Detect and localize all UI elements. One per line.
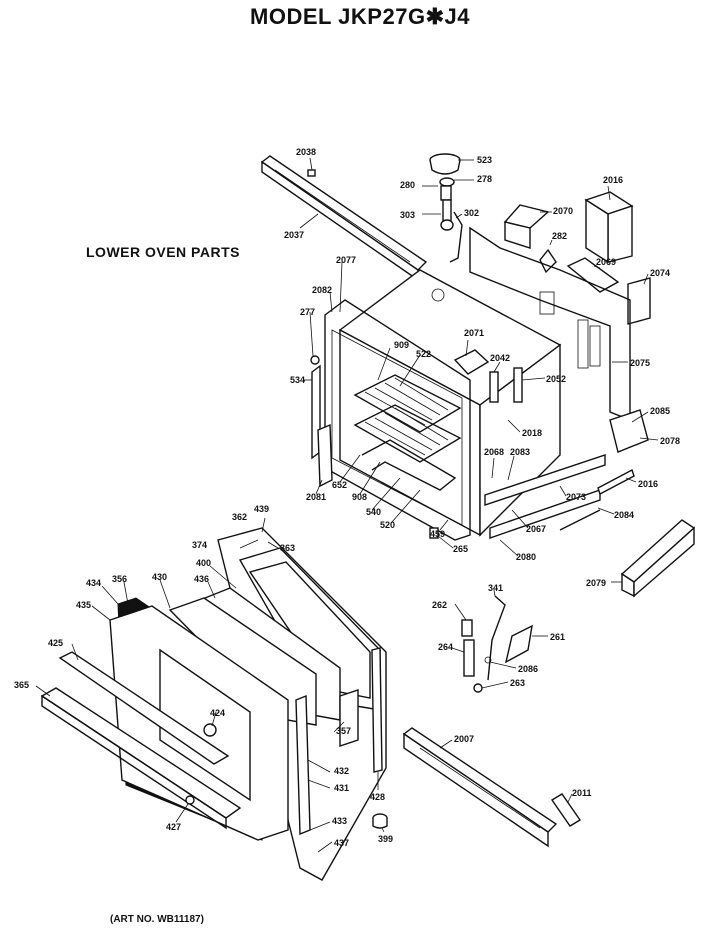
part-label-2067: 2067 — [526, 524, 546, 534]
part-label-263: 263 — [510, 678, 525, 688]
part-label-434: 434 — [86, 578, 101, 588]
part-label-2071: 2071 — [464, 328, 484, 338]
knob-assembly — [429, 153, 463, 263]
part-label-362: 362 — [232, 512, 247, 522]
oven-cavity — [324, 269, 562, 541]
bracket-2070 — [503, 204, 550, 249]
part-label-399: 399 — [378, 834, 393, 844]
part-label-2018: 2018 — [522, 428, 542, 438]
part-label-374: 374 — [192, 540, 207, 550]
part-label-433: 433 — [332, 816, 347, 826]
part-label-520: 520 — [380, 520, 395, 530]
part-label-908: 908 — [352, 492, 367, 502]
bar-2079 — [620, 519, 696, 598]
part-label-909: 909 — [394, 340, 409, 350]
part-label-2077: 2077 — [336, 255, 356, 265]
part-label-436: 436 — [194, 574, 209, 584]
part-label-2079: 2079 — [586, 578, 606, 588]
part-label-400: 400 — [196, 558, 211, 568]
part-label-522: 522 — [416, 349, 431, 359]
part-label-437: 437 — [334, 838, 349, 848]
part-label-430: 430 — [152, 572, 167, 582]
part-label-2073: 2073 — [566, 492, 586, 502]
part-label-356: 356 — [112, 574, 127, 584]
part-label-2011: 2011 — [572, 788, 592, 798]
part-label-425: 425 — [48, 638, 63, 648]
part-label-2038: 2038 — [296, 147, 316, 157]
part-label-652: 652 — [332, 480, 347, 490]
foot-399 — [372, 813, 388, 829]
hinge-parts — [461, 595, 533, 693]
part-label-303: 303 — [400, 210, 415, 220]
part-label-534: 534 — [290, 375, 305, 385]
part-label-435: 435 — [76, 600, 91, 610]
part-label-2081: 2081 — [306, 492, 326, 502]
part-label-365: 365 — [14, 680, 29, 690]
part-label-459: 459 — [430, 529, 445, 539]
part-label-2007: 2007 — [454, 734, 474, 744]
part-label-357: 357 — [336, 726, 351, 736]
part-label-302: 302 — [464, 208, 479, 218]
part-label-278: 278 — [477, 174, 492, 184]
part-label-2075: 2075 — [630, 358, 650, 368]
part-label-2085: 2085 — [650, 406, 670, 416]
part-label-523: 523 — [477, 155, 492, 165]
part-label-2042: 2042 — [490, 353, 510, 363]
part-label-427: 427 — [166, 822, 181, 832]
part-label-261: 261 — [550, 632, 565, 642]
part-label-2078: 2078 — [660, 436, 680, 446]
part-labels: 2038 2037 523 278 280 303 302 2070 2016 … — [14, 147, 680, 848]
left-side-parts — [310, 355, 333, 488]
oven-racks — [353, 374, 462, 463]
part-label-262: 262 — [432, 600, 447, 610]
panel-2016 — [584, 191, 634, 264]
part-label-363: 363 — [280, 543, 295, 553]
part-label-2083: 2083 — [510, 447, 530, 457]
bottom-rails — [484, 409, 649, 539]
bracket-2011 — [550, 793, 582, 827]
oven-door-assembly — [40, 527, 387, 881]
art-number: (ART NO. WB11187) — [110, 914, 204, 925]
part-label-341: 341 — [488, 583, 503, 593]
part-label-2084: 2084 — [614, 510, 634, 520]
bake-element — [361, 439, 457, 491]
part-label-2016a: 2016 — [603, 175, 623, 185]
bracket-2052 — [513, 367, 523, 403]
part-label-428: 428 — [370, 792, 385, 802]
part-label-424: 424 — [210, 708, 225, 718]
part-label-277: 277 — [300, 307, 315, 317]
plate-2069 — [566, 257, 620, 293]
part-label-2074: 2074 — [650, 268, 670, 278]
part-label-265: 265 — [453, 544, 468, 554]
part-label-2086: 2086 — [518, 664, 538, 674]
section-label: LOWER OVEN PARTS — [86, 244, 240, 260]
part-label-2016b: 2016 — [638, 479, 658, 489]
part-label-280: 280 — [400, 180, 415, 190]
part-label-432: 432 — [334, 766, 349, 776]
part-label-2052: 2052 — [546, 374, 566, 384]
part-label-439: 439 — [254, 504, 269, 514]
bracket-2042 — [489, 371, 499, 403]
plate-2074 — [627, 277, 651, 325]
part-265 — [429, 527, 439, 539]
part-label-2080: 2080 — [516, 552, 536, 562]
part-label-431: 431 — [334, 783, 349, 793]
part-label-2082: 2082 — [312, 285, 332, 295]
clip-282 — [539, 248, 557, 274]
part-label-282: 282 — [552, 231, 567, 241]
part-label-2068: 2068 — [484, 447, 504, 457]
part-2071 — [453, 349, 490, 375]
drawer-front-2007 — [402, 727, 558, 848]
part-label-2037: 2037 — [284, 230, 304, 240]
part-label-2070: 2070 — [553, 206, 573, 216]
part-label-264: 264 — [438, 642, 453, 652]
part-label-2069: 2069 — [596, 257, 616, 267]
page-title: MODEL JKP27G✱J4 — [250, 4, 470, 29]
part-label-540: 540 — [366, 507, 381, 517]
leader-lines — [35, 157, 659, 853]
